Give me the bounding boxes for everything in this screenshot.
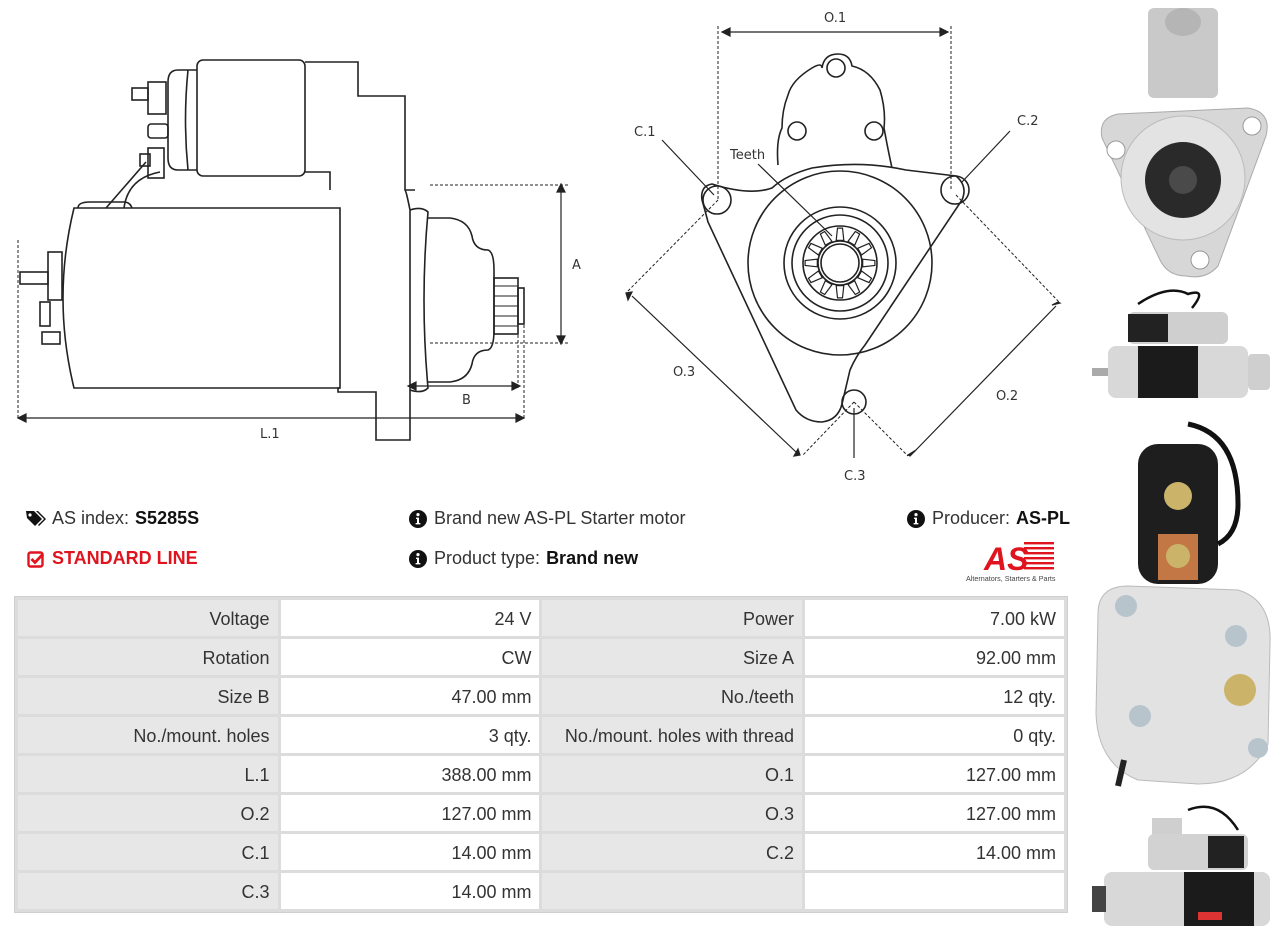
dim-label-a: A bbox=[572, 258, 581, 273]
solenoid-cap bbox=[167, 69, 197, 171]
pinion-tooth bbox=[856, 242, 873, 256]
pinion-tooth bbox=[835, 227, 845, 241]
info-icon bbox=[408, 549, 428, 569]
product-type-value: Brand new bbox=[546, 548, 639, 568]
dim-label-o3: O.3 bbox=[673, 365, 695, 380]
dim-label-b: B bbox=[462, 393, 471, 408]
spec-value: 12 qty. bbox=[804, 678, 1064, 714]
pinion-tooth bbox=[807, 242, 824, 256]
spec-value bbox=[804, 873, 1064, 909]
spec-key: C.3 bbox=[18, 873, 278, 909]
spec-value: 388.00 mm bbox=[280, 756, 540, 792]
spec-key: L.1 bbox=[18, 756, 278, 792]
dim-label-c3: C.3 bbox=[844, 469, 865, 484]
mount-hole-c2 bbox=[940, 175, 970, 205]
spec-key: O.3 bbox=[542, 795, 802, 831]
standard-line-label: STANDARD LINE bbox=[52, 548, 198, 568]
motor-body bbox=[62, 207, 341, 389]
as-index-label: AS index: bbox=[52, 508, 130, 528]
product-photos bbox=[1084, 0, 1286, 936]
spec-value: 14.00 mm bbox=[280, 834, 540, 870]
spec-value: CW bbox=[280, 639, 540, 675]
spec-value: 127.00 mm bbox=[280, 795, 540, 831]
spec-value: 24 V bbox=[280, 600, 540, 636]
spec-key: Size B bbox=[18, 678, 278, 714]
spec-value: 3 qty. bbox=[280, 717, 540, 753]
logo-text: AS bbox=[983, 541, 1029, 577]
tags-icon bbox=[26, 509, 46, 529]
spec-key: Size A bbox=[542, 639, 802, 675]
producer-label: Producer: bbox=[932, 508, 1011, 528]
pinion-tooth bbox=[847, 279, 861, 296]
spec-key: No./teeth bbox=[542, 678, 802, 714]
spec-key: No./mount. holes bbox=[18, 717, 278, 753]
spec-key: Power bbox=[542, 600, 802, 636]
as-pl-logo: AS Alternators, Starters & Parts bbox=[962, 538, 1072, 584]
info-icon bbox=[906, 509, 926, 529]
spec-value: 47.00 mm bbox=[280, 678, 540, 714]
front-view-drawing: O.1 C.1 C.2 Teeth O.3 O.2 C.3 bbox=[610, 0, 1080, 490]
product-type-info: Product type: Brand new bbox=[408, 548, 638, 569]
pinion-tooth bbox=[862, 258, 876, 268]
description-text: Brand new AS-PL Starter motor bbox=[434, 508, 686, 528]
spec-value: 7.00 kW bbox=[804, 600, 1064, 636]
as-index-value: S5285S bbox=[135, 508, 200, 528]
producer-value: AS-PL bbox=[1016, 508, 1071, 528]
pinion-tooth bbox=[835, 285, 845, 299]
pinion-tooth bbox=[807, 270, 824, 284]
pinion-tooth bbox=[847, 230, 861, 247]
dim-label-l1: L.1 bbox=[260, 427, 280, 442]
mount-hole-c1 bbox=[702, 185, 732, 215]
spec-key: Voltage bbox=[18, 600, 278, 636]
pinion-tooth bbox=[856, 270, 873, 284]
spec-key bbox=[542, 873, 802, 909]
top-lug bbox=[776, 53, 893, 169]
spec-key: O.1 bbox=[542, 756, 802, 792]
spec-value: 14.00 mm bbox=[804, 834, 1064, 870]
spec-key: O.2 bbox=[18, 795, 278, 831]
info-icon bbox=[408, 509, 428, 529]
spec-value: 0 qty. bbox=[804, 717, 1064, 753]
pinion-tooth bbox=[819, 279, 833, 296]
producer-info: Producer: AS-PL bbox=[906, 508, 1070, 529]
pinion-teeth bbox=[804, 227, 876, 299]
standard-line-badge: STANDARD LINE bbox=[26, 548, 198, 569]
side-view-drawing: A B L.1 bbox=[0, 40, 600, 450]
spec-value: 14.00 mm bbox=[280, 873, 540, 909]
product-type-label: Product type: bbox=[434, 548, 541, 568]
photo-side-top[interactable] bbox=[1088, 284, 1278, 406]
photo-side-bottom[interactable] bbox=[1088, 794, 1278, 932]
pinion-tooth bbox=[819, 230, 833, 247]
dim-label-c2: C.2 bbox=[1017, 114, 1038, 129]
spec-key: C.2 bbox=[542, 834, 802, 870]
spec-value: 92.00 mm bbox=[804, 639, 1064, 675]
dim-label-o1: O.1 bbox=[824, 11, 846, 26]
as-index-info: AS index: S5285S bbox=[26, 508, 199, 529]
dim-label-o2: O.2 bbox=[996, 389, 1018, 404]
logo-tagline: Alternators, Starters & Parts bbox=[966, 574, 1056, 583]
pinion-tooth bbox=[804, 258, 818, 268]
flange-outline bbox=[700, 163, 965, 423]
checkbox-checked-icon bbox=[26, 549, 46, 569]
product-description: Brand new AS-PL Starter motor bbox=[408, 508, 685, 529]
photo-front-pinion[interactable] bbox=[1088, 8, 1278, 280]
photo-rear-solenoid[interactable] bbox=[1088, 414, 1278, 790]
dim-label-teeth: Teeth bbox=[729, 148, 765, 163]
solenoid-body bbox=[196, 59, 306, 177]
dim-label-c1: C.1 bbox=[634, 125, 655, 140]
spec-value: 127.00 mm bbox=[804, 795, 1064, 831]
spec-key: Rotation bbox=[18, 639, 278, 675]
spec-value: 127.00 mm bbox=[804, 756, 1064, 792]
spec-key: C.1 bbox=[18, 834, 278, 870]
spec-key: No./mount. holes with thread bbox=[542, 717, 802, 753]
